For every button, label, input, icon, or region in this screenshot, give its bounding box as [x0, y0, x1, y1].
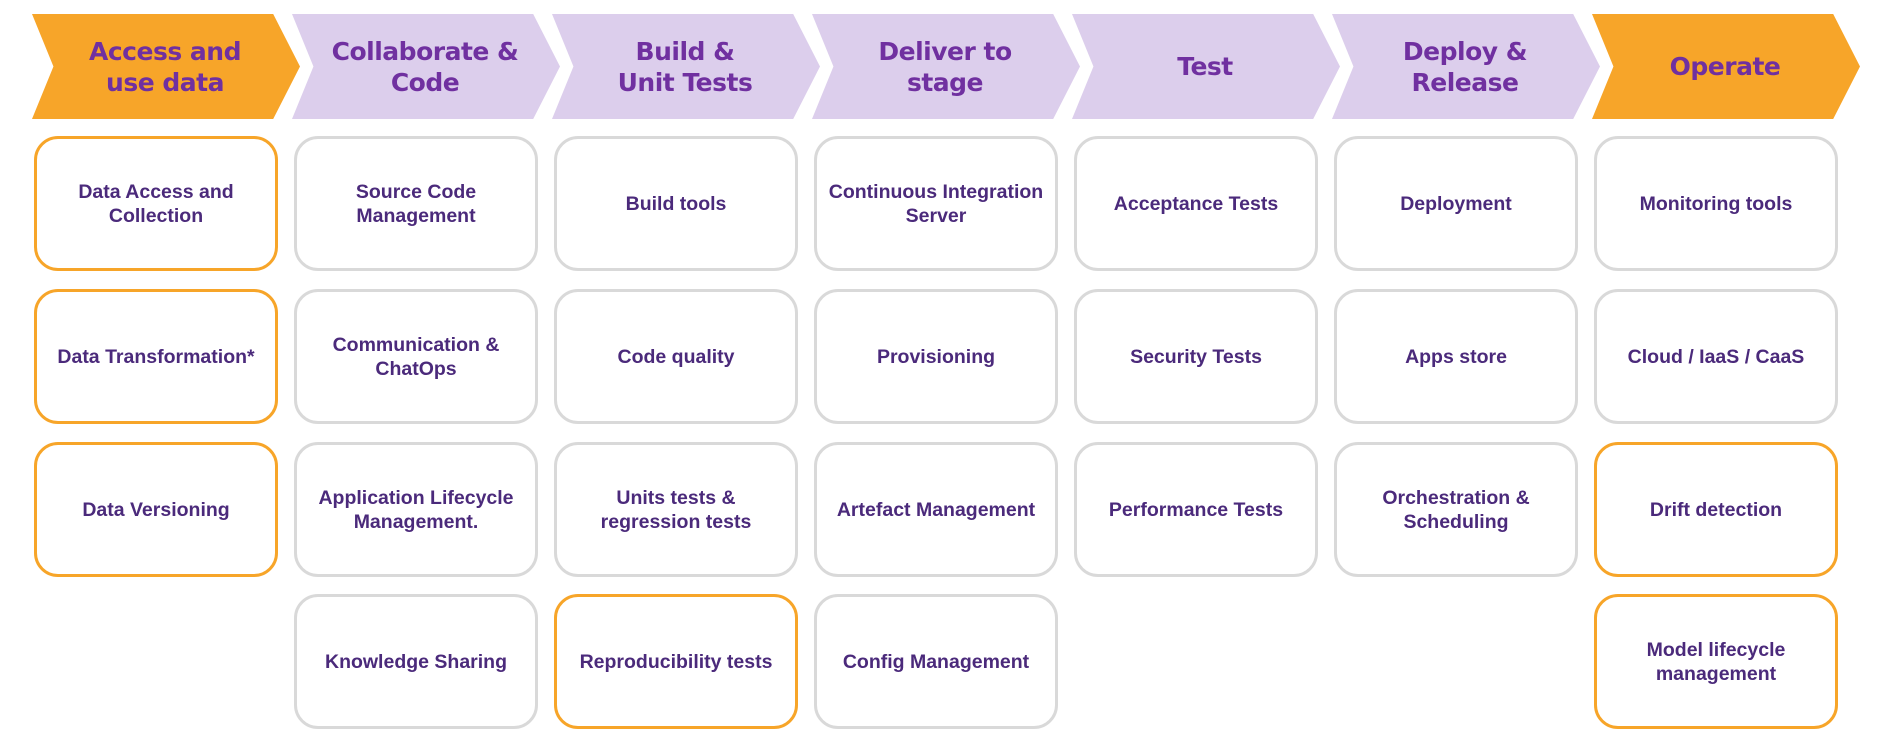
tool-box-continuous-integration-server: Continuous Integration Server	[814, 136, 1058, 271]
tool-box-application-lifecycle-management: Application Lifecycle Management.	[294, 442, 538, 577]
tool-box-label: Apps store	[1405, 345, 1507, 368]
tool-box-label: Orchestration & Scheduling	[1382, 486, 1530, 533]
stage-header-label: Collaborate & Code	[331, 36, 519, 97]
tool-box-label: Security Tests	[1130, 345, 1262, 368]
tool-box-data-transformation: Data Transformation*	[34, 289, 278, 424]
tool-box-label: Communication & ChatOps	[332, 333, 500, 380]
stage-header-deliver-to-stage: Deliver to stage	[812, 14, 1080, 119]
stage-header-build-unit-tests: Build & Unit Tests	[552, 14, 820, 119]
tool-box-label: Provisioning	[876, 345, 996, 368]
tool-box-deployment: Deployment	[1334, 136, 1578, 271]
stage-header-label: Operate	[1669, 52, 1781, 81]
tool-box-performance-tests: Performance Tests	[1074, 442, 1318, 577]
tool-box-apps-store: Apps store	[1334, 289, 1578, 424]
tool-box-data-access-and-collection: Data Access and Collection	[34, 136, 278, 271]
tool-box-label: Acceptance Tests	[1113, 192, 1279, 215]
tool-box-reproducibility-tests: Reproducibility tests	[554, 594, 798, 729]
stage-header-collaborate-code: Collaborate & Code	[292, 14, 560, 119]
tool-box-label: Units tests & regression tests	[600, 486, 752, 533]
tool-box-provisioning: Provisioning	[814, 289, 1058, 424]
tool-box-label: Continuous Integration Server	[828, 180, 1044, 227]
tool-box-label: Build tools	[625, 192, 727, 215]
tool-box-label: Application Lifecycle Management.	[318, 486, 514, 533]
stage-header-label: Deploy & Release	[1402, 36, 1528, 97]
tool-box-label: Performance Tests	[1108, 498, 1284, 521]
tool-box-config-management: Config Management	[814, 594, 1058, 729]
tool-box-label: Data Versioning	[82, 498, 230, 521]
tool-box-label: Monitoring tools	[1639, 192, 1793, 215]
tool-box-artefact-management: Artefact Management	[814, 442, 1058, 577]
tool-box-source-code-management: Source Code Management	[294, 136, 538, 271]
tool-box-orchestration-scheduling: Orchestration & Scheduling	[1334, 442, 1578, 577]
tool-box-label: Reproducibility tests	[579, 650, 773, 673]
tool-box-label: Cloud / IaaS / CaaS	[1627, 345, 1805, 368]
tool-box-label: Artefact Management	[836, 498, 1036, 521]
tool-box-build-tools: Build tools	[554, 136, 798, 271]
tool-box-knowledge-sharing: Knowledge Sharing	[294, 594, 538, 729]
tool-box-label: Deployment	[1400, 192, 1512, 215]
stage-header-deploy-release: Deploy & Release	[1332, 14, 1600, 119]
stage-header-test: Test	[1072, 14, 1340, 119]
tool-box-monitoring-tools: Monitoring tools	[1594, 136, 1838, 271]
tool-box-communication-chatops: Communication & ChatOps	[294, 289, 538, 424]
tool-box-units-tests-regression-tests: Units tests & regression tests	[554, 442, 798, 577]
tool-box-security-tests: Security Tests	[1074, 289, 1318, 424]
tool-box-model-lifecycle-management: Model lifecycle management	[1594, 594, 1838, 729]
stage-header-label: Deliver to stage	[878, 36, 1012, 97]
tool-box-label: Knowledge Sharing	[324, 650, 507, 673]
tool-box-label: Code quality	[617, 345, 735, 368]
tool-box-code-quality: Code quality	[554, 289, 798, 424]
tool-box-label: Config Management	[842, 650, 1030, 673]
stage-header-label: Access and use data	[89, 36, 241, 97]
stage-header-label: Test	[1177, 52, 1233, 81]
tool-box-label: Model lifecycle management	[1646, 638, 1786, 685]
tool-box-label: Data Access and Collection	[78, 180, 234, 227]
stage-header-label: Build & Unit Tests	[617, 36, 753, 97]
tool-box-label: Drift detection	[1649, 498, 1783, 521]
tool-box-cloud-iaas-caas: Cloud / IaaS / CaaS	[1594, 289, 1838, 424]
stage-header-access-and-use-data: Access and use data	[32, 14, 300, 119]
tool-box-data-versioning: Data Versioning	[34, 442, 278, 577]
tool-box-drift-detection: Drift detection	[1594, 442, 1838, 577]
stage-header-operate: Operate	[1592, 14, 1860, 119]
tool-box-label: Data Transformation*	[57, 345, 255, 368]
tool-box-acceptance-tests: Acceptance Tests	[1074, 136, 1318, 271]
tool-box-label: Source Code Management	[355, 180, 477, 227]
